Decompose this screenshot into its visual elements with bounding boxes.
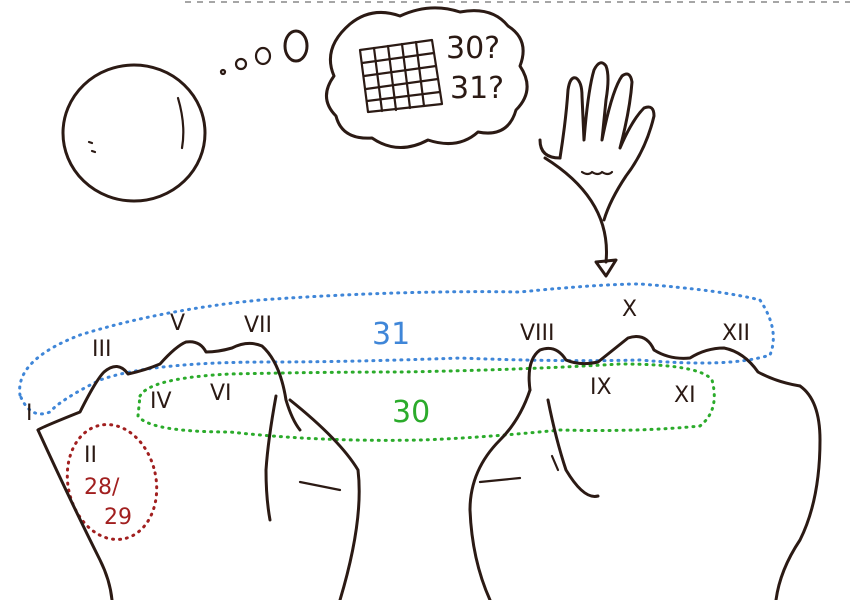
label-vii: VII [244,313,272,338]
raised-hand-drawing [538,61,656,278]
february-label-line1: 28/ [84,475,120,500]
thought-bubble: 30? 31? [325,6,529,149]
left-fist-drawing [36,340,361,600]
february-label-line2: 29 [104,505,132,530]
label-vi: VI [210,381,232,406]
short-months-outline [136,362,716,442]
february-outline [65,423,159,541]
thought-text-30: 30? [446,31,500,66]
thought-text-31: 31? [450,71,504,106]
thought-dots [219,29,309,76]
right-fist-drawing [468,335,822,600]
label-xii: XII [722,321,750,346]
label-xi: XI [674,383,696,408]
label-viii: VIII [520,321,555,346]
label-iv: IV [150,389,172,414]
head-drawing [61,63,207,203]
label-ix: IX [590,375,612,400]
long-months-outline [18,282,775,416]
calendar-grid-icon [358,38,444,114]
knuckle-labels: I II III IV V VI VII VIII IX X XI XII [26,297,750,468]
label-i: I [26,401,33,426]
label-x: X [622,297,637,322]
short-months-label: 30 [392,395,430,430]
label-iii: III [92,337,111,362]
label-ii: II [84,443,97,468]
long-months-label: 31 [372,317,410,352]
label-v: V [170,311,185,336]
